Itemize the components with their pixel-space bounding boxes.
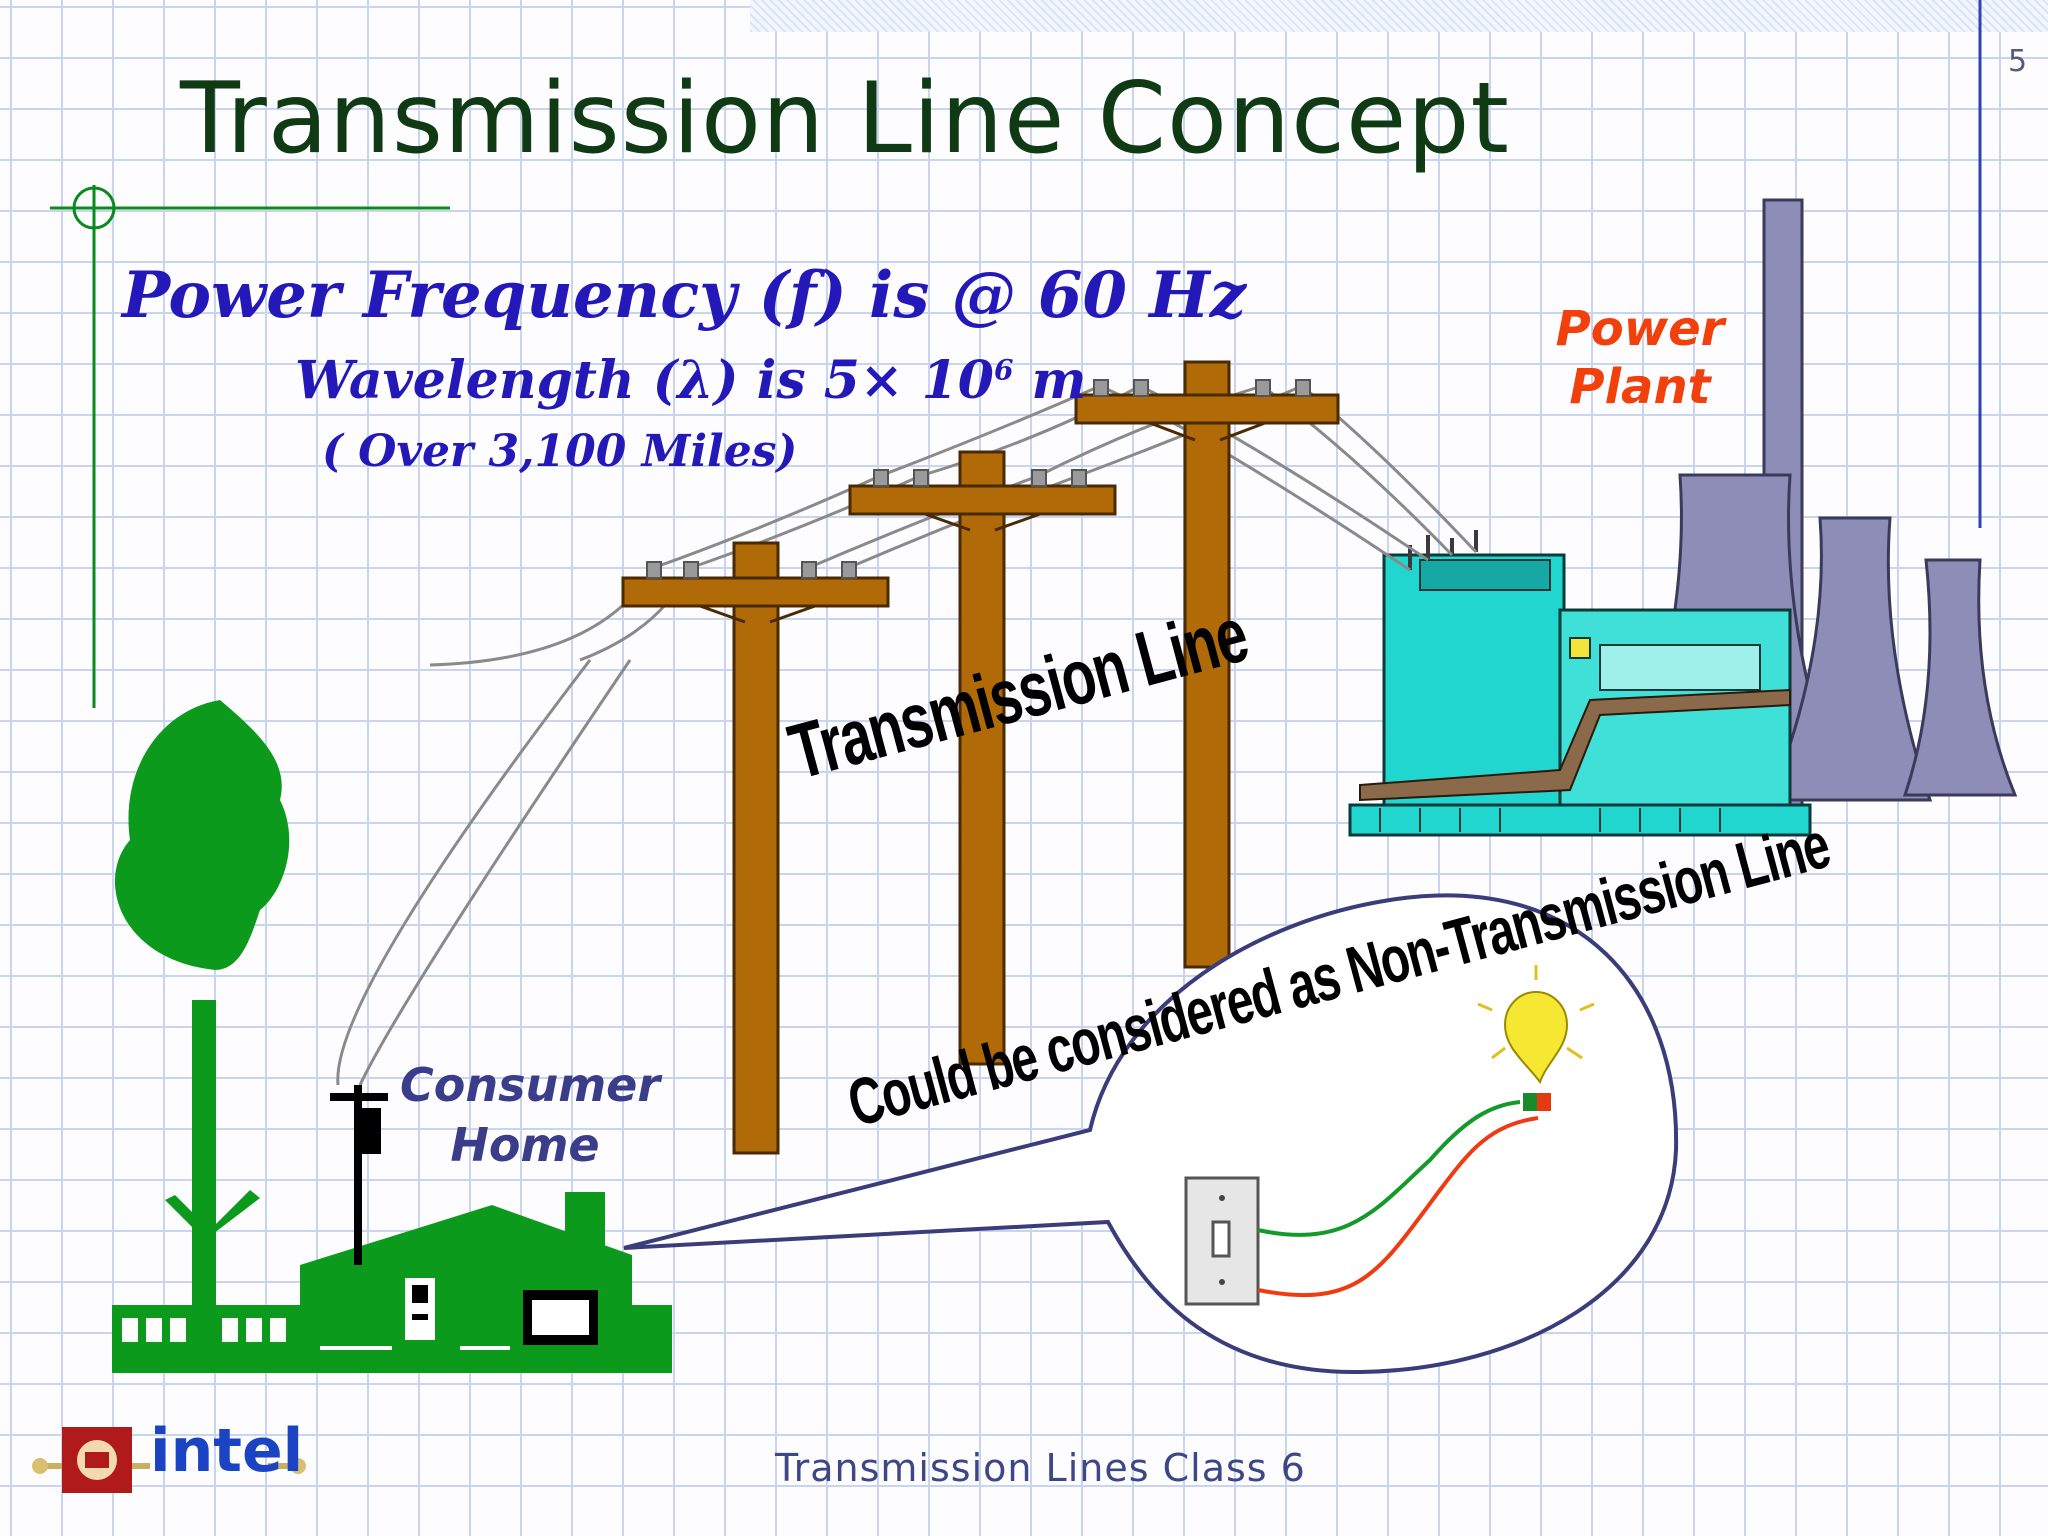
- slide-title: Transmission Line Concept: [180, 62, 1510, 176]
- insulators: [646, 379, 1311, 579]
- utility-pole: [1074, 360, 1340, 969]
- power-plant-label: Power Plant: [1555, 301, 1725, 415]
- switch-wiring: [1257, 1100, 1539, 1298]
- wavelength-text: Wavelength (λ) is 5× 106 m: [295, 350, 1087, 411]
- plant-building: [1419, 559, 1551, 591]
- callout-bubble: [623, 893, 1679, 1375]
- consumer-home-label: Consumer Home: [400, 1058, 661, 1172]
- miles-text: ( Over 3,100 Miles): [322, 426, 798, 477]
- home-utility-pole: [330, 1085, 388, 1265]
- consumer-home-icon: [112, 700, 672, 1373]
- wavelength-suffix: m: [1013, 350, 1087, 411]
- page-number: 5: [2008, 44, 2028, 79]
- utility-pole: [848, 450, 1117, 1066]
- light-bulb-icon: [1477, 965, 1595, 1111]
- cooling-tower: [1767, 516, 1933, 802]
- wavelength-exponent: 6: [993, 353, 1014, 387]
- university-logo: [32, 1427, 306, 1493]
- corner-crosshair: [50, 185, 450, 708]
- power-plant-icon: [1348, 198, 2018, 837]
- utility-pole: [621, 541, 890, 1155]
- footer-text: Transmission Lines Class 6: [775, 1446, 1306, 1490]
- header-hatch-band: [750, 0, 2048, 32]
- power-frequency-text: Power Frequency (f) is @ 60 Hz: [122, 258, 1247, 333]
- plant-base: [1348, 803, 1812, 837]
- cooling-tower: [1902, 558, 2018, 797]
- light-switch-icon: [1184, 1176, 1260, 1306]
- plant-building: [1599, 644, 1761, 691]
- intel-logo: intel: [150, 1416, 304, 1486]
- tree: [114, 700, 290, 970]
- wavelength-prefix: Wavelength (λ) is 5× 10: [295, 350, 994, 411]
- plant-conveyor: [1359, 688, 1791, 802]
